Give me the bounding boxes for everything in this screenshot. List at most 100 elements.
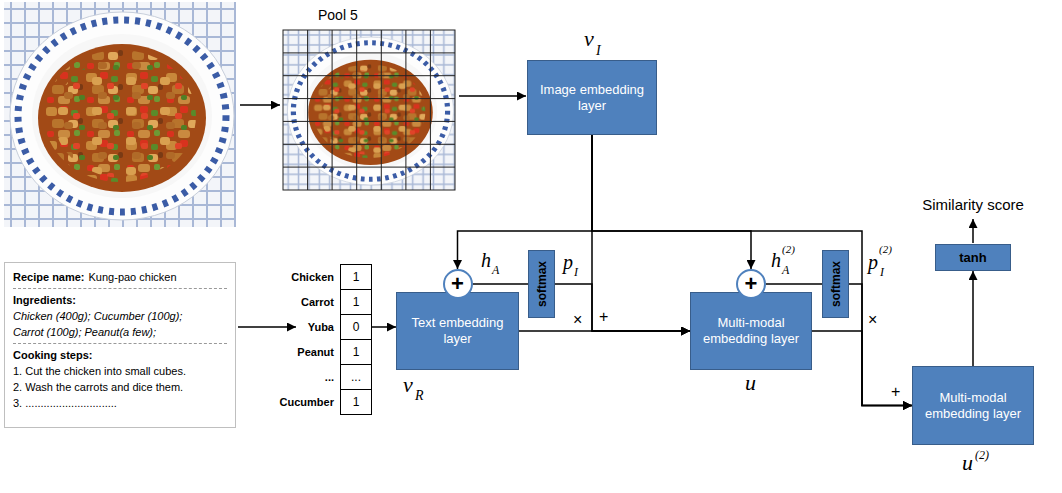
math-superscript: (2) — [975, 449, 989, 461]
math-subscript: I — [574, 266, 578, 278]
math-symbol: h — [481, 250, 491, 270]
math-subscript: I — [596, 44, 601, 58]
box-label: 1 — [353, 395, 360, 409]
text-stack: Image embedding layer — [537, 82, 647, 113]
layer-label: Pool 5 — [318, 8, 358, 22]
text-row: Cooking steps: — [13, 347, 227, 363]
recipe-text: Kung-pao chicken — [89, 271, 177, 283]
math-symbol: v — [403, 374, 413, 396]
text-row: Recipe name: Kung-pao chicken — [13, 269, 227, 285]
vector-row-label: Carrot — [258, 289, 334, 315]
connector — [458, 135, 593, 269]
text-row: Ingredients: — [13, 292, 227, 308]
softmax-box: softmax — [822, 250, 849, 318]
box-label: ... — [351, 370, 361, 384]
math-symbol: p — [563, 252, 573, 272]
embedding-layer-box: Multi-modal embedding layer — [912, 366, 1034, 445]
box-label: softmax — [829, 261, 843, 307]
activation-box: tanh — [935, 244, 1011, 271]
text-stack: ... — [351, 370, 361, 384]
box-label: 1 — [353, 295, 360, 309]
box-label: 1 — [353, 345, 360, 359]
vector-cell: 1 — [340, 339, 372, 365]
text-stack: 1 — [353, 345, 360, 359]
text-stack: + — [451, 273, 464, 295]
connector — [372, 326, 396, 328]
pool5-grid — [283, 30, 455, 190]
recipe-text: Ingredients: — [13, 294, 76, 306]
vector-cell: 1 — [340, 389, 372, 415]
connector — [849, 284, 912, 406]
text-row: Chicken (400g); Cucumber (100g); Carrot … — [13, 308, 227, 340]
connector — [592, 135, 690, 331]
box-label: softmax — [535, 261, 549, 307]
text-stack: 1 — [353, 295, 360, 309]
text-stack: + — [745, 273, 758, 295]
math-symbol: h — [771, 250, 781, 270]
math-symbol: v — [584, 28, 594, 50]
connector — [972, 271, 974, 366]
recipe-text: Chicken (400g); Cucumber (100g); Carrot … — [13, 308, 208, 340]
connector — [555, 284, 690, 331]
box-label: + — [451, 273, 464, 295]
vector-row-label: Chicken — [258, 264, 334, 290]
vector-row-label: Yuba — [258, 314, 334, 340]
embedding-layer-box: Text embedding layer — [396, 292, 519, 370]
flow-arrow — [238, 326, 296, 328]
math-subscript: A — [492, 264, 499, 276]
operator-mark: × — [868, 312, 877, 328]
math-subscript: A — [782, 264, 789, 276]
box-label: tanh — [959, 250, 986, 265]
recipe-text: Recipe name: — [13, 271, 85, 283]
connector — [473, 283, 529, 285]
output-arrow — [972, 219, 974, 243]
box-label: Image embedding layer — [537, 82, 647, 113]
connector — [592, 135, 912, 406]
recipe-text: 2. Wash the carrots and dice them. — [13, 381, 183, 393]
box-label: + — [745, 273, 758, 295]
output-label: Similarity score — [922, 197, 1024, 212]
text-row: 3. .............................. — [13, 395, 227, 411]
pool5-photo — [283, 30, 455, 190]
math-superscript: (2) — [879, 244, 892, 255]
sum-circle: + — [736, 269, 766, 299]
connector — [766, 283, 822, 285]
connector — [519, 330, 690, 332]
dashed-separator — [13, 343, 227, 344]
dashed-separator — [13, 288, 227, 289]
embedding-layer-box: Multi-modal embedding layer — [690, 292, 812, 370]
text-stack: 0 — [353, 320, 360, 334]
text-stack: tanh — [959, 250, 986, 265]
vector-cell: 1 — [340, 289, 372, 315]
vector-row-label: Cucumber — [258, 389, 334, 415]
text-stack: softmax — [535, 261, 549, 307]
softmax-box: softmax — [528, 250, 555, 318]
operator-mark: + — [891, 384, 900, 400]
box-label: Multi-modal embedding layer — [922, 390, 1024, 421]
text-stack: 1 — [353, 395, 360, 409]
operator-mark: × — [573, 312, 582, 328]
box-label: 1 — [353, 270, 360, 284]
sum-circle: + — [443, 269, 473, 299]
recipe-text: 1. Cut the chicken into small cubes. — [13, 365, 186, 377]
math-symbol: u — [962, 452, 973, 474]
food-photo — [4, 2, 236, 227]
text-row: 1. Cut the chicken into small cubes. — [13, 363, 227, 379]
box-label: 0 — [353, 320, 360, 334]
recipe-document: Recipe name: Kung-pao chickenIngredients:… — [4, 262, 236, 428]
vector-row-label: Peanut — [258, 339, 334, 365]
text-stack: Multi-modal embedding layer — [922, 390, 1024, 421]
text-stack: Multi-modal embedding layer — [700, 315, 802, 346]
recipe-text: 3. .............................. — [13, 397, 117, 409]
box-label: Multi-modal embedding layer — [700, 315, 802, 346]
flow-arrow — [459, 95, 526, 97]
operator-mark: + — [599, 309, 608, 325]
embedding-layer-box: Image embedding layer — [527, 60, 657, 135]
recipe-text: Cooking steps: — [13, 349, 92, 361]
math-symbol: p — [868, 252, 878, 272]
text-stack: Text embedding layer — [406, 315, 509, 346]
vector-row-label: ... — [258, 364, 334, 390]
vector-cell: ... — [340, 364, 372, 390]
flow-arrow — [240, 104, 280, 106]
